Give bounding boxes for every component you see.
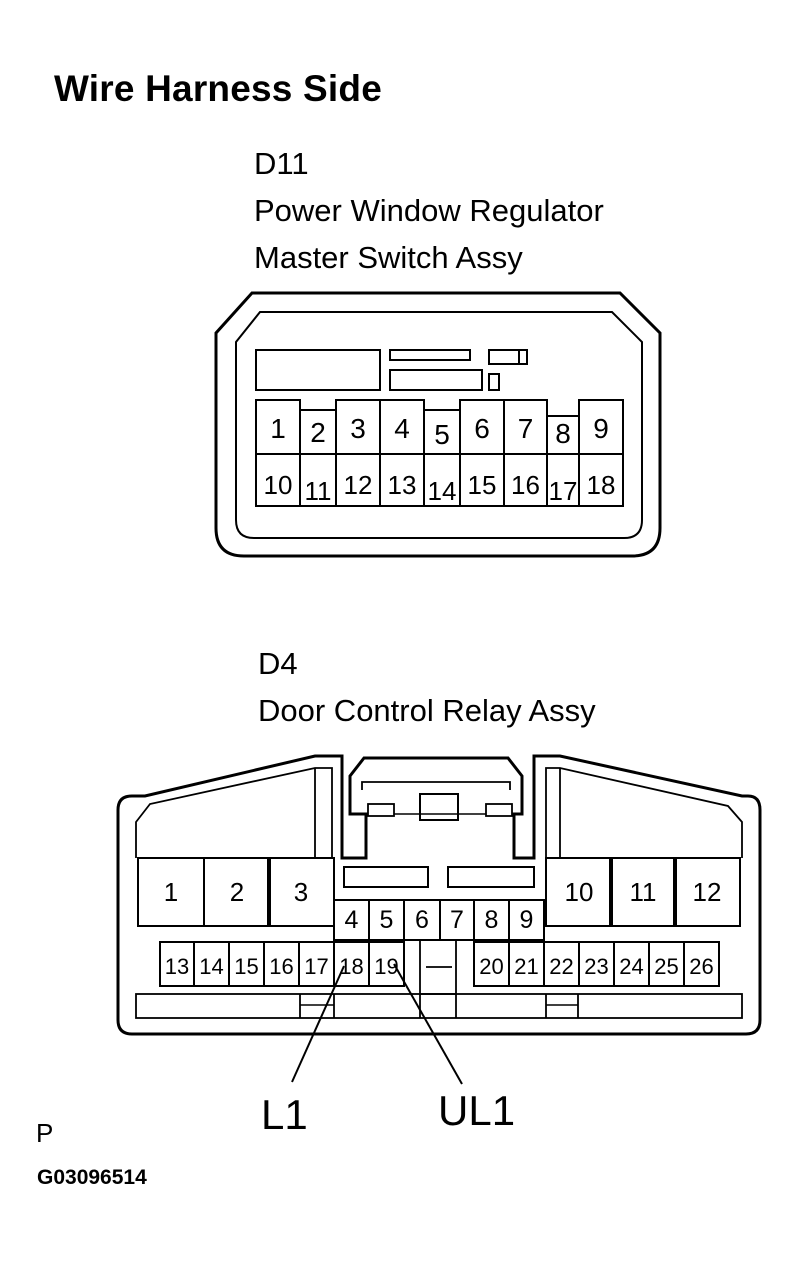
d4-pin-16-label: 16	[269, 954, 293, 979]
d4-name-label: Door Control Relay Assy	[258, 693, 596, 728]
d4-pin-2-cell	[203, 857, 271, 927]
d4-pin-15-label: 15	[234, 954, 258, 979]
d4-pin-17-label: 17	[304, 954, 328, 979]
d4-pin-14-label: 14	[199, 954, 223, 979]
d4-pin-22-label: 22	[549, 954, 573, 979]
d11-pin-4-label: 4	[394, 413, 410, 444]
d4-pin-8-label: 8	[485, 906, 499, 934]
d11-pin-15-label: 15	[468, 470, 497, 500]
d4-pin-21-label: 21	[514, 954, 538, 979]
callout-ul1-label: UL1	[438, 1087, 516, 1134]
d11-pin-18-label: 18	[587, 470, 616, 500]
d4-pin-20-label: 20	[479, 954, 503, 979]
d4-latch-inner	[361, 781, 511, 790]
d4-latch-tab-right	[485, 803, 513, 817]
d4-outer-housing	[116, 754, 762, 1036]
d11-pin-12-label: 12	[344, 470, 373, 500]
d4-pin-4-label: 4	[345, 906, 359, 934]
d4-pin-26-cell	[683, 941, 720, 987]
d4-pin-1-label: 1	[164, 877, 178, 907]
d4-pin-19-cell	[368, 941, 405, 987]
d4-pin-3-cell	[267, 857, 335, 927]
d4-pin-2-label: 2	[230, 877, 244, 907]
d11-tab-lower	[488, 373, 500, 391]
d4-pin-6-label: 6	[415, 906, 429, 934]
d4-slot-right	[447, 866, 535, 888]
d4-pin-10-label: 10	[565, 877, 594, 907]
d11-pin-1-label: 1	[270, 413, 286, 444]
d11-name-line1: Power Window Regulator	[254, 193, 604, 228]
d11-pin-14-label: 14	[428, 476, 457, 506]
d4-pin-12-label: 12	[693, 877, 722, 907]
d4-pin-11-cell	[609, 857, 677, 927]
d11-slot-upper	[389, 349, 471, 361]
d4-lower-rail	[135, 993, 743, 1019]
d4-pin-25-label: 25	[654, 954, 678, 979]
d11-key-block	[255, 349, 381, 391]
page-title: Wire Harness Side	[54, 68, 382, 109]
d4-pin-23-label: 23	[584, 954, 608, 979]
d11-pin-2-label: 2	[310, 417, 326, 448]
d4-code-label: D4	[258, 646, 298, 681]
d4-inner-right-wall	[545, 767, 743, 858]
d4-pin-5-label: 5	[380, 906, 394, 934]
d4-pin-12-cell	[673, 857, 741, 927]
d4-latch-tab-left	[367, 803, 395, 817]
d4-slot-left	[343, 866, 429, 888]
d11-pin-10-label: 10	[264, 470, 293, 500]
callout-l1-label: L1	[261, 1091, 308, 1138]
d11-pin-16-label: 16	[511, 470, 540, 500]
d11-outer-housing	[214, 291, 662, 558]
d4-pin-10-cell	[545, 857, 613, 927]
d4-pin-24-label: 24	[619, 954, 643, 979]
figure-id: G03096514	[37, 1166, 147, 1189]
d11-tab-upper	[488, 349, 528, 365]
d11-pin-17-label: 17	[549, 476, 578, 506]
d11-pin-8-label: 8	[555, 418, 571, 449]
d4-pin-13-label: 13	[165, 954, 189, 979]
d11-pin-6-label: 6	[474, 413, 490, 444]
d11-slot-lower	[389, 369, 483, 391]
d11-pin-3-label: 3	[350, 413, 366, 444]
footer-mark: P	[36, 1118, 54, 1148]
leader-line-l1	[291, 965, 345, 1083]
leader-line-ul1	[393, 963, 463, 1085]
d11-code-label: D11	[254, 146, 309, 181]
d11-pin-9-label: 9	[593, 413, 609, 444]
d11-name-line2: Master Switch Assy	[254, 240, 523, 275]
d4-inner-left-wall	[135, 767, 333, 858]
d4-pin-7-label: 7	[450, 906, 464, 934]
d11-pin-13-label: 13	[388, 470, 417, 500]
d11-inner-housing	[235, 311, 643, 539]
d4-pin-11-label: 11	[630, 877, 657, 907]
d4-pin-3-label: 3	[294, 877, 308, 907]
d4-pin-9-cell	[508, 899, 545, 941]
d4-pin-26-label: 26	[689, 954, 713, 979]
d11-pin-7-label: 7	[518, 413, 534, 444]
d11-pin-5-label: 5	[434, 419, 450, 450]
d4-latch-block	[419, 793, 459, 821]
d4-pin-9-label: 9	[520, 906, 534, 934]
d11-pin-18-cell	[578, 453, 624, 507]
d11-pin-11-label: 11	[305, 476, 332, 506]
